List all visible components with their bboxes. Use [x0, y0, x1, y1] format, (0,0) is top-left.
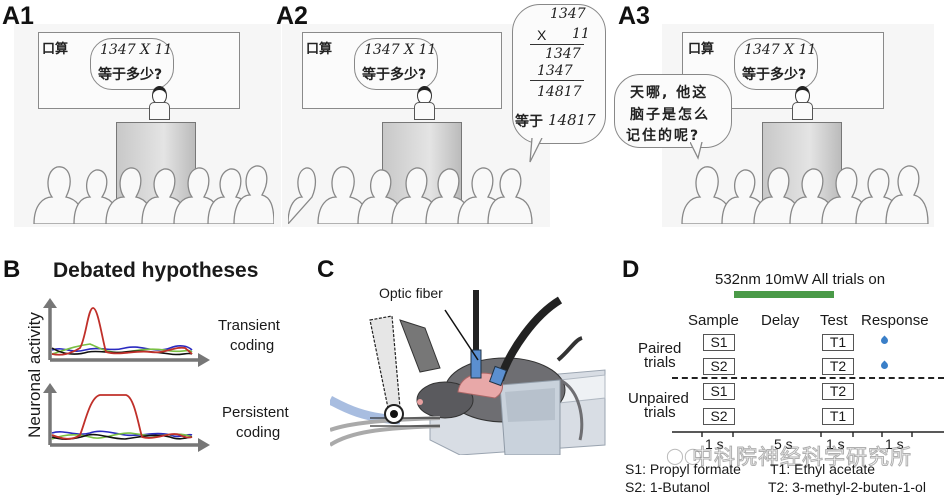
duration-response: 1 s — [885, 436, 904, 452]
bubble-tail — [690, 142, 703, 160]
calc-rule — [530, 80, 584, 81]
paired-label-1: Paired — [638, 340, 682, 357]
trace-red — [51, 307, 193, 356]
question-line2: 等于多少? — [742, 67, 807, 83]
calc-partial2: 1347 — [537, 63, 573, 79]
board-title: 口算 — [688, 42, 715, 57]
question-line1: 1347 X 11 — [744, 42, 817, 58]
laser-on-bar — [734, 291, 834, 298]
trace-red — [51, 394, 193, 440]
test-odor-box: T2 — [822, 383, 854, 400]
board-title: 口算 — [42, 42, 69, 57]
trace-black — [51, 347, 193, 356]
lick-port-arm — [369, 315, 401, 409]
duration-sample: 1 s — [705, 436, 724, 452]
optic-fiber-label: Optic fiber — [379, 285, 443, 301]
optic-fiber-pointer — [444, 309, 479, 361]
persistent-label-1: Persistent — [222, 404, 289, 421]
calc-answer-prefix: 等于 — [515, 114, 543, 130]
trial-timeline — [672, 431, 944, 437]
phase-response: Response — [861, 312, 929, 329]
test-odor-box: T1 — [822, 334, 854, 351]
wechat-icon: ◯◯ — [666, 448, 702, 465]
trace-black — [51, 433, 193, 440]
laser-label: 532nm 10mW All trials on — [715, 271, 886, 288]
paired-label-2: trials — [644, 354, 676, 371]
thought-bubble — [614, 74, 732, 148]
panel-label-a3: A3 — [618, 2, 650, 30]
panel-b-title: Debated hypotheses — [53, 259, 259, 282]
phase-test: Test — [820, 312, 848, 329]
sample-odor-box: S1 — [703, 334, 735, 351]
question-line2: 等于多少? — [98, 67, 163, 83]
transient-plot — [43, 298, 210, 367]
calculation-bubble — [512, 4, 606, 144]
persistent-plot — [43, 383, 210, 452]
transient-label-1: Transient — [218, 317, 280, 334]
legend-s1: S1: Propyl formate — [625, 461, 741, 477]
calc-partial1: 1347 — [545, 46, 581, 62]
thought-line1: 天哪, 他这 — [630, 85, 709, 101]
question-line1: 1347 X 11 — [364, 42, 437, 58]
calc-operator: X — [537, 27, 547, 43]
calc-answer-value: 14817 — [548, 111, 596, 129]
legend-t2: T2: 3-methyl-2-buten-1-ol — [768, 479, 926, 495]
phase-delay: Delay — [761, 312, 800, 329]
audience — [681, 165, 929, 224]
duration-test: 1 s — [826, 436, 845, 452]
calc-result: 14817 — [537, 84, 582, 100]
test-odor-box: T2 — [822, 358, 854, 375]
water-drop-icon — [879, 335, 890, 346]
group-divider — [672, 377, 944, 379]
panel-label-c: C — [317, 256, 335, 283]
panel-label-d: D — [622, 256, 640, 283]
teacher-figure — [790, 86, 814, 120]
water-drop-icon — [879, 360, 890, 371]
sample-odor-box: S2 — [703, 408, 735, 425]
speech-bubble — [354, 38, 438, 90]
legend-t1: T1: Ethyl acetate — [770, 461, 876, 477]
speech-bubble — [734, 38, 818, 90]
bubble-tail — [529, 138, 543, 163]
cartoon-a1: 口算 1347 X 11 等于多少? — [14, 24, 281, 227]
unpaired-label-2: trials — [644, 404, 676, 421]
transient-label-2: coding — [230, 337, 275, 354]
panel-label-b: B — [3, 256, 21, 283]
unpaired-label-1: Unpaired — [628, 390, 689, 407]
cartoon-a3: 口算 1347 X 11 等于多少? — [662, 24, 934, 227]
phase-sample: Sample — [688, 312, 739, 329]
thought-line3: 记住的呢? — [626, 128, 701, 144]
sample-odor-box: S1 — [703, 383, 735, 400]
test-odor-box: T1 — [822, 408, 854, 425]
persistent-label-2: coding — [236, 424, 281, 441]
mouse-setup-illustration — [330, 290, 606, 455]
calc-rule — [530, 44, 584, 45]
duration-delay: 5 s — [774, 436, 793, 452]
teacher-figure — [147, 86, 171, 120]
question-line2: 等于多少? — [362, 67, 427, 83]
question-line1: 1347 X 11 — [100, 42, 173, 58]
thought-line2: 脑子是怎么 — [630, 107, 710, 123]
legend-s2: S2: 1-Butanol — [625, 479, 710, 495]
watermark-text: 中科院神经科学研究所 — [692, 446, 912, 470]
calc-multiplicand: 1347 — [550, 6, 586, 22]
teacher-figure — [412, 86, 436, 120]
cartoon-a2: 口算 1347 X 11 等于多少? — [282, 24, 550, 227]
trace-blue — [51, 430, 193, 438]
board-title: 口算 — [306, 42, 333, 57]
speech-bubble — [90, 38, 174, 90]
sample-odor-box: S2 — [703, 358, 735, 375]
calc-multiplier: 11 — [572, 26, 590, 42]
audience — [288, 166, 533, 224]
audience — [33, 165, 274, 224]
